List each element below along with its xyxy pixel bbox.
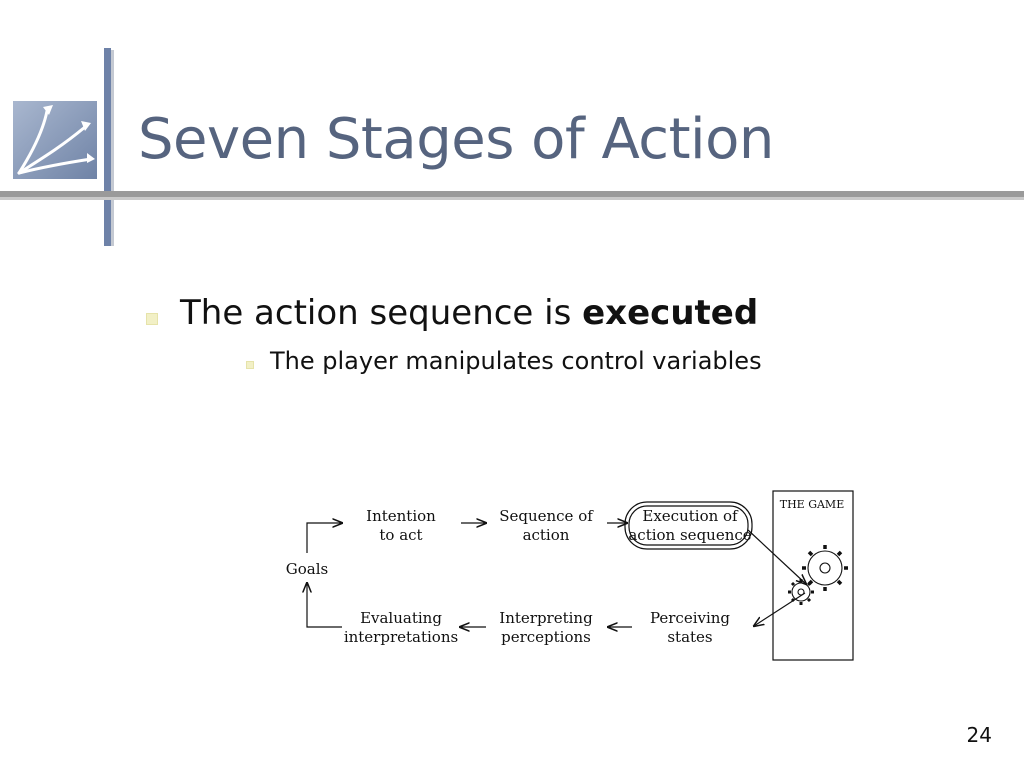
arrow-evaluating-to-goals	[307, 583, 342, 628]
bullet-1-emphasis: executed	[582, 293, 759, 333]
node-perceiving-line2: states	[667, 628, 712, 646]
arrow-goals-to-intention	[306, 523, 342, 553]
page-number: 24	[966, 723, 992, 747]
square-bullet-icon	[146, 313, 158, 325]
arrow-execution-to-game	[747, 529, 806, 584]
logo-icon	[13, 101, 97, 179]
node-interpreting-line1: Interpreting	[499, 609, 593, 627]
bullet-1-text: The action sequence is	[180, 293, 583, 333]
node-perceiving-line1: Perceiving	[650, 609, 730, 627]
game-box	[772, 490, 854, 661]
square-bullet-icon	[246, 361, 254, 369]
seven-stages-diagram: THE GAME Goals Inte	[286, 490, 854, 661]
node-execution-line2: action sequence	[628, 526, 751, 544]
game-label: THE GAME	[780, 498, 844, 511]
node-sequence-line1: Sequence of	[499, 507, 594, 525]
arrow-game-to-perceiving	[754, 592, 806, 626]
execution-highlight-inner	[628, 505, 749, 546]
node-evaluating-line2: interpretations	[344, 628, 458, 646]
node-execution-line1: Execution of	[642, 507, 739, 525]
vertical-accent-bar	[104, 48, 114, 246]
node-intention-line2: to act	[379, 526, 422, 544]
node-interpreting-line2: perceptions	[501, 628, 591, 646]
node-evaluating-line1: Evaluating	[360, 609, 442, 627]
bullet-level-1: The action sequence is executed	[180, 293, 758, 334]
node-goals: Goals	[286, 560, 328, 578]
node-intention-line1: Intention	[366, 507, 436, 525]
node-sequence-line2: action	[523, 526, 570, 544]
horizontal-accent-bar	[0, 191, 1024, 200]
slide-title: Seven Stages of Action	[138, 107, 774, 172]
bullet-level-2: The player manipulates control variables	[270, 347, 762, 375]
